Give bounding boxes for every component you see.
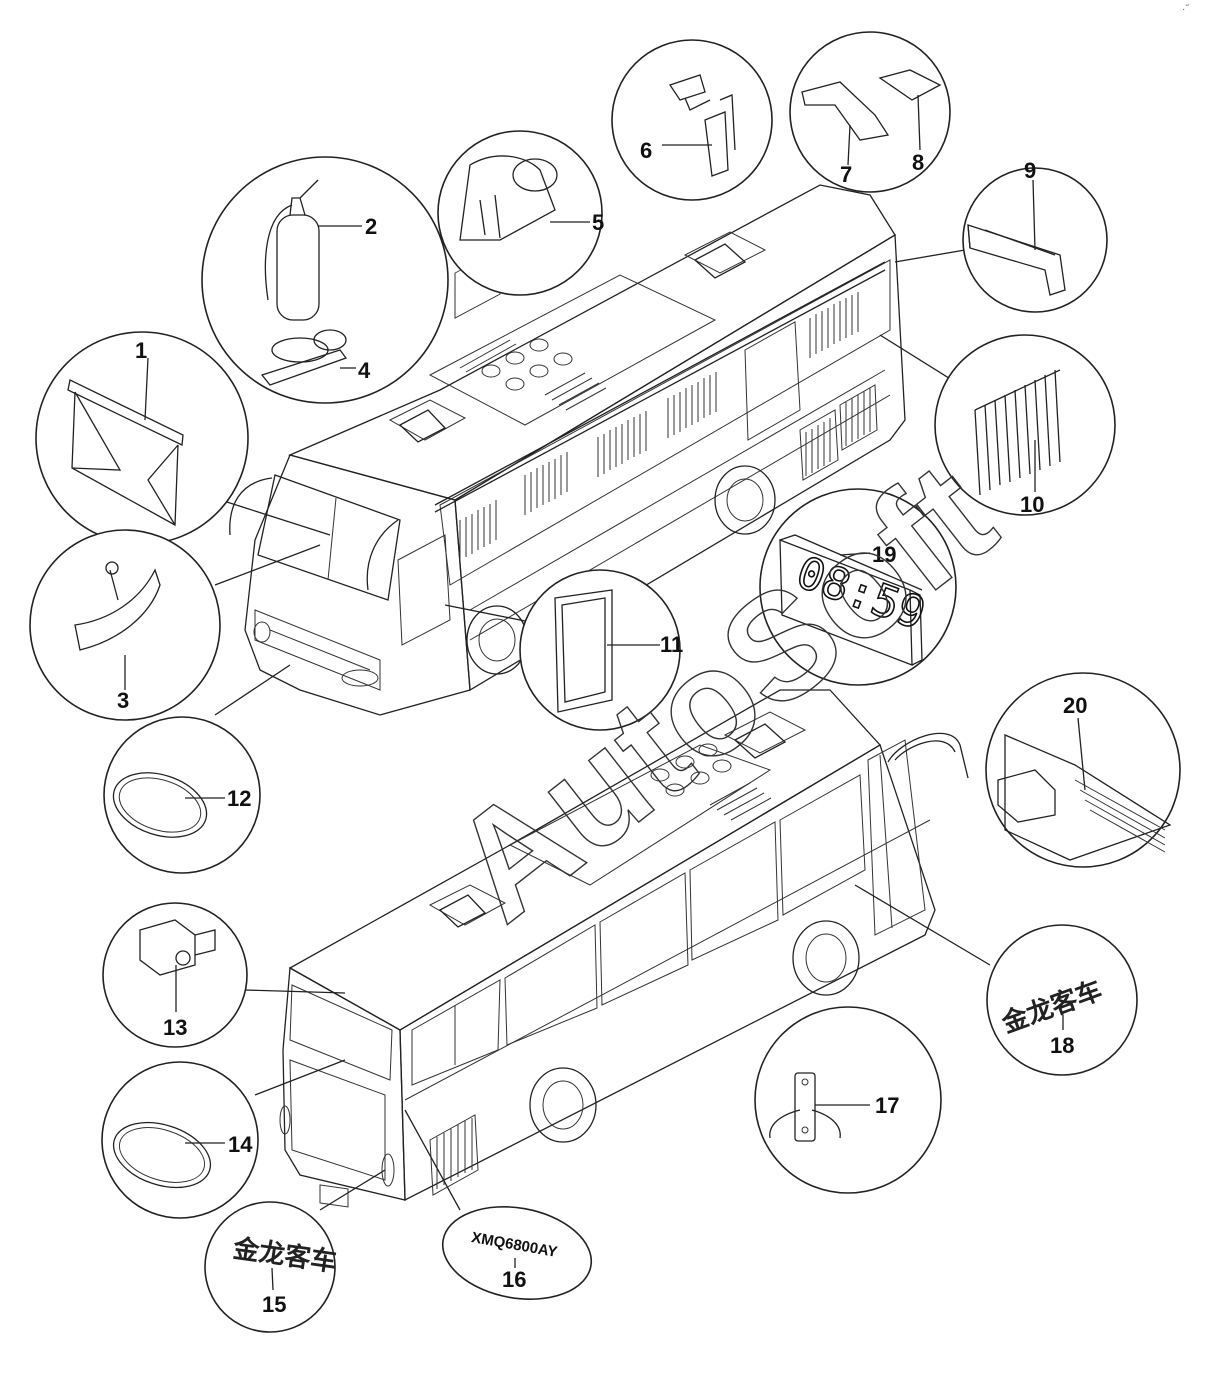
callout-label-6: 6 xyxy=(640,138,652,163)
callout-label-7: 7 xyxy=(840,162,852,187)
callout-label-15: 15 xyxy=(262,1292,286,1317)
corner-mark: ·˝ xyxy=(1182,3,1189,15)
callout-label-9: 9 xyxy=(1024,158,1036,183)
callout-label-4: 4 xyxy=(358,358,371,383)
callout-label-2: 2 xyxy=(365,214,377,239)
callout-label-18: 18 xyxy=(1050,1033,1074,1058)
leader-lines xyxy=(204,249,991,1211)
callout-label-10: 10 xyxy=(1020,492,1044,517)
callout-13: 13 xyxy=(102,902,248,1048)
callout-label-11: 11 xyxy=(660,632,683,657)
callout-label-19: 19 xyxy=(872,542,896,567)
callout-14: 14 xyxy=(101,1061,259,1219)
callout-label-20: 20 xyxy=(1063,693,1087,718)
callout-19: 08:59 19 xyxy=(759,488,957,686)
rear-bus-illustration xyxy=(279,689,969,1208)
callout-18: 金龙客车 18 xyxy=(986,924,1138,1076)
callout-label-14: 14 xyxy=(228,1132,253,1157)
callout-label-12: 12 xyxy=(227,786,251,811)
callout-label-1: 1 xyxy=(135,338,147,363)
callout-label-17: 17 xyxy=(875,1093,899,1118)
callout-2-4: 2 4 xyxy=(201,156,449,404)
callout-label-13: 13 xyxy=(163,1015,187,1040)
callout-9: 9 xyxy=(962,158,1108,313)
callout-3: 3 xyxy=(29,529,221,721)
callout-label-8: 8 xyxy=(912,150,924,175)
callout-17: 17 xyxy=(754,1006,942,1194)
callout-1: 1 xyxy=(35,331,249,545)
callout-6: 6 xyxy=(611,39,773,201)
callout-16: XMQ6800AY 16 xyxy=(441,1206,593,1300)
callout-12: 12 xyxy=(103,716,261,874)
callout-20: 20 xyxy=(985,672,1181,868)
callout-11: 11 xyxy=(519,569,683,731)
callout-15: 金龙客车 15 xyxy=(204,1201,338,1333)
front-bus-illustration xyxy=(229,184,906,716)
callout-7-8: 7 8 xyxy=(789,31,951,193)
callout-label-16: 16 xyxy=(502,1267,526,1292)
watermark: AutoSoft xyxy=(421,430,1023,952)
callout-10: 10 xyxy=(934,334,1116,517)
callout-5: 5 xyxy=(437,130,604,296)
callout-label-5: 5 xyxy=(592,210,604,235)
callout-label-3: 3 xyxy=(117,688,129,713)
